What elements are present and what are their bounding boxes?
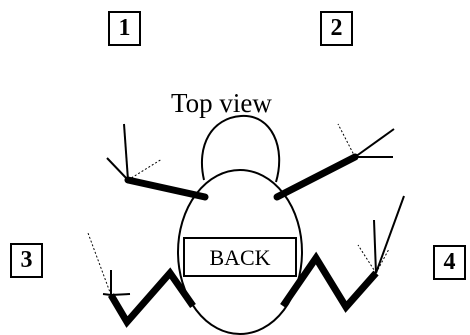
limb-number-1: 1: [108, 11, 141, 46]
hind-right-leg: [280, 195, 405, 313]
frog-head: [200, 114, 281, 183]
back-band: [183, 237, 297, 277]
back-label: BACK: [209, 245, 270, 270]
hind-left-leg: [87, 232, 196, 328]
limb-number-3: 3: [10, 243, 43, 278]
view-title: Top view: [171, 88, 272, 118]
limb-number-4: 4: [433, 245, 466, 280]
front-left-leg: [106, 123, 209, 201]
limb-number-2: 2: [320, 11, 353, 46]
front-right-leg: [273, 123, 395, 201]
